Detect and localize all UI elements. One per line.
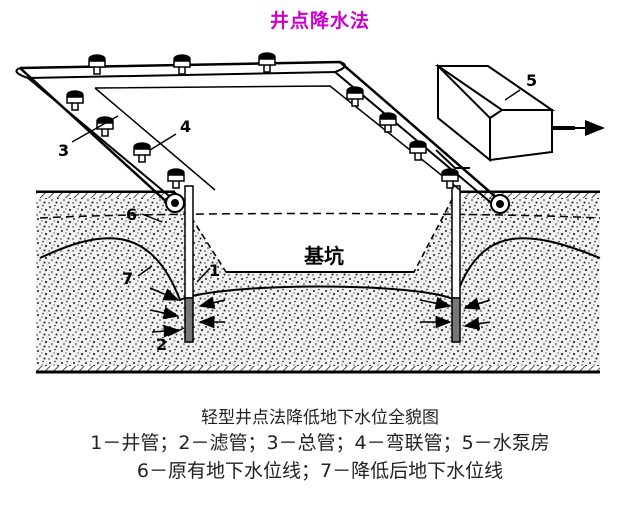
pit-label: 基坑 (304, 244, 344, 268)
elbow-couplings (66, 52, 459, 189)
bottom-layer (36, 366, 600, 374)
label-2: 2 (156, 335, 167, 354)
flow-arrows (149, 287, 491, 338)
pipe-end-caps (165, 193, 510, 214)
caption-title: 轻型井点法降低地下水位全貌图 (201, 408, 439, 428)
label-4: 4 (180, 117, 191, 136)
label-3: 3 (58, 141, 69, 160)
label-1: 1 (209, 261, 220, 280)
foundation-pit (174, 191, 457, 273)
pump-house (434, 63, 605, 169)
lowered-water-table (39, 237, 601, 302)
label-7: 7 (122, 269, 133, 288)
header-pipe-frame (15, 60, 506, 207)
original-water-table (39, 212, 601, 219)
label-5: 5 (526, 71, 537, 90)
well-pipe-left (184, 185, 194, 343)
well-pipe-right (451, 185, 461, 343)
caption-legend-line-1: 1－井管；2－滤管；3－总管；4－弯联管；5－水泵房 (90, 432, 550, 454)
caption-legend-line-2: 6－原有地下水位线；7－降低后地下水位线 (136, 460, 504, 482)
label-6: 6 (126, 205, 137, 224)
figure-title: 井点降水法 (269, 10, 370, 32)
leader-lines (71, 89, 521, 337)
